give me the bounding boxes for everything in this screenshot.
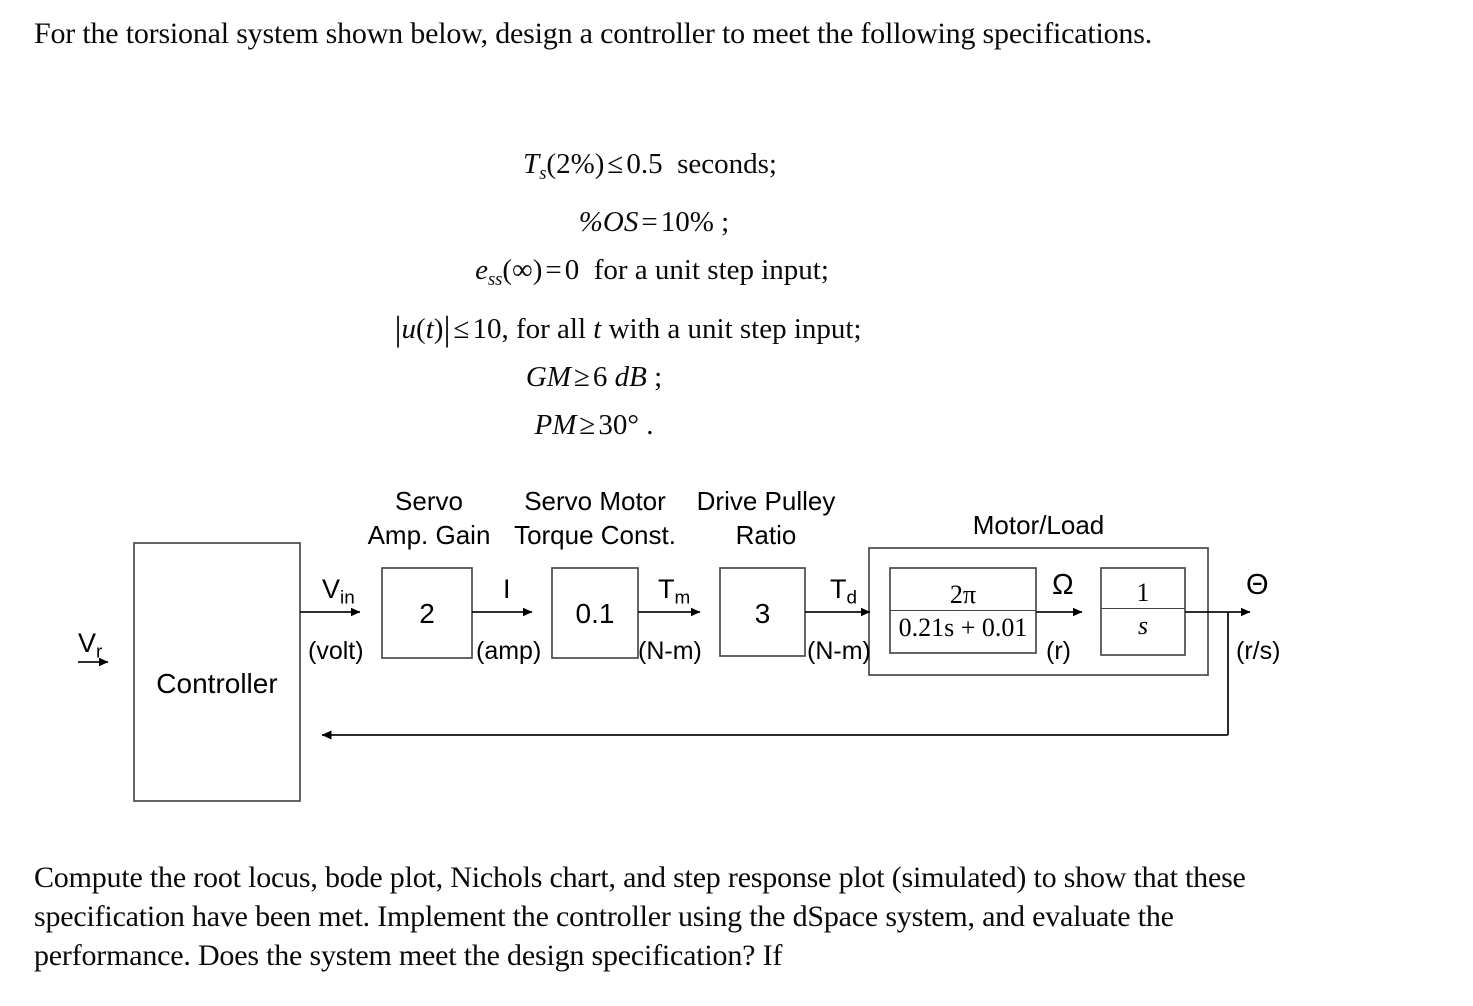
signal-unit-motor-torque: (N-m) xyxy=(638,637,702,665)
drive-pulley-title-line2: Ratio xyxy=(735,520,797,550)
motor-transfer-function[interactable]: 2π 0.21s + 0.01 xyxy=(890,580,1036,644)
tm-subscript: m xyxy=(674,587,691,609)
spec-percent-overshoot: %OS=10% ; xyxy=(578,205,730,238)
controller-box-outline xyxy=(133,542,301,802)
spec-control-effort: |u(t)|≤10, for all t with a unit step in… xyxy=(394,307,862,348)
signal-unit-current: (amp) xyxy=(476,637,542,665)
signal-unit-output: (r/s) xyxy=(1236,637,1281,665)
integrator-denominator: s xyxy=(1101,608,1185,642)
signal-label-angular-velocity: Ω xyxy=(1052,570,1074,600)
vin-symbol: V xyxy=(322,574,341,604)
servo-motor-title-line1: Servo Motor xyxy=(524,486,666,516)
group-title-drive-pulley: Drive Pulley Ratio xyxy=(690,484,842,552)
td-subscript: d xyxy=(846,587,858,609)
tm-symbol: T xyxy=(658,574,675,604)
block-diagram-svg xyxy=(78,542,1251,802)
group-title-servo-motor: Servo Motor Torque Const. xyxy=(503,484,687,552)
td-symbol: T xyxy=(830,574,847,604)
signal-unit-angular-velocity: (r) xyxy=(1046,637,1071,665)
signal-label-drive-torque: Td xyxy=(830,574,857,614)
torque-const-box-outline xyxy=(551,567,639,659)
servo-amp-box-outline xyxy=(381,567,473,659)
spec-phase-margin: PM≥30° . xyxy=(534,408,654,441)
signal-label-output: Θ xyxy=(1246,570,1269,600)
current-symbol: I xyxy=(503,574,511,604)
servo-amp-title-line2: Amp. Gain xyxy=(367,520,491,550)
reference-symbol: V xyxy=(78,628,97,658)
signal-label-reference: Vr xyxy=(78,628,102,668)
closing-paragraph: Compute the root locus, bode plot, Nicho… xyxy=(34,861,1246,972)
controller-block-label[interactable]: Controller xyxy=(156,668,278,699)
spec-gain-margin: GM≥6 dB ; xyxy=(525,360,663,393)
servo-amp-gain-value[interactable]: 2 xyxy=(419,598,435,629)
intro-paragraph: For the torsional system shown below, de… xyxy=(34,17,1152,50)
omega-symbol: Ω xyxy=(1052,569,1074,601)
spec-settling-time: Ts(2%)≤0.5 seconds; xyxy=(523,148,777,184)
motor-tf-denominator: 0.21s + 0.01 xyxy=(890,610,1036,644)
servo-motor-title-line2: Torque Const. xyxy=(514,520,676,550)
specification-list: Ts(2%)≤0.5 seconds; %OS=10% ; ess(∞)=0 f… xyxy=(250,140,1050,449)
integrator-numerator: 1 xyxy=(1136,578,1150,607)
signal-label-controller-out: Vin xyxy=(322,574,355,614)
drive-pulley-title-line1: Drive Pulley xyxy=(696,486,836,516)
vin-subscript: in xyxy=(340,587,355,609)
signal-unit-drive-torque: (N-m) xyxy=(807,637,871,665)
signal-label-current: I xyxy=(503,574,511,604)
signal-label-motor-torque: Tm xyxy=(658,574,690,614)
signal-unit-controller-out: (volt) xyxy=(308,637,364,665)
block-diagram: Servo Amp. Gain Servo Motor Torque Const… xyxy=(0,470,1473,830)
servo-amp-title-line1: Servo xyxy=(395,486,463,516)
group-title-servo-amp: Servo Amp. Gain xyxy=(360,484,498,552)
torque-constant-value[interactable]: 0.1 xyxy=(575,598,615,629)
integrator-transfer-function[interactable]: 1 s xyxy=(1101,578,1185,642)
reference-subscript: r xyxy=(96,641,103,663)
spec-steady-state-error: ess(∞)=0 for a unit step input; xyxy=(475,253,829,290)
group-title-motor-load: Motor/Load xyxy=(972,510,1105,540)
motor-tf-numerator: 2π xyxy=(949,580,977,609)
pulley-ratio-value[interactable]: 3 xyxy=(754,598,771,629)
theta-symbol: Θ xyxy=(1246,569,1269,601)
